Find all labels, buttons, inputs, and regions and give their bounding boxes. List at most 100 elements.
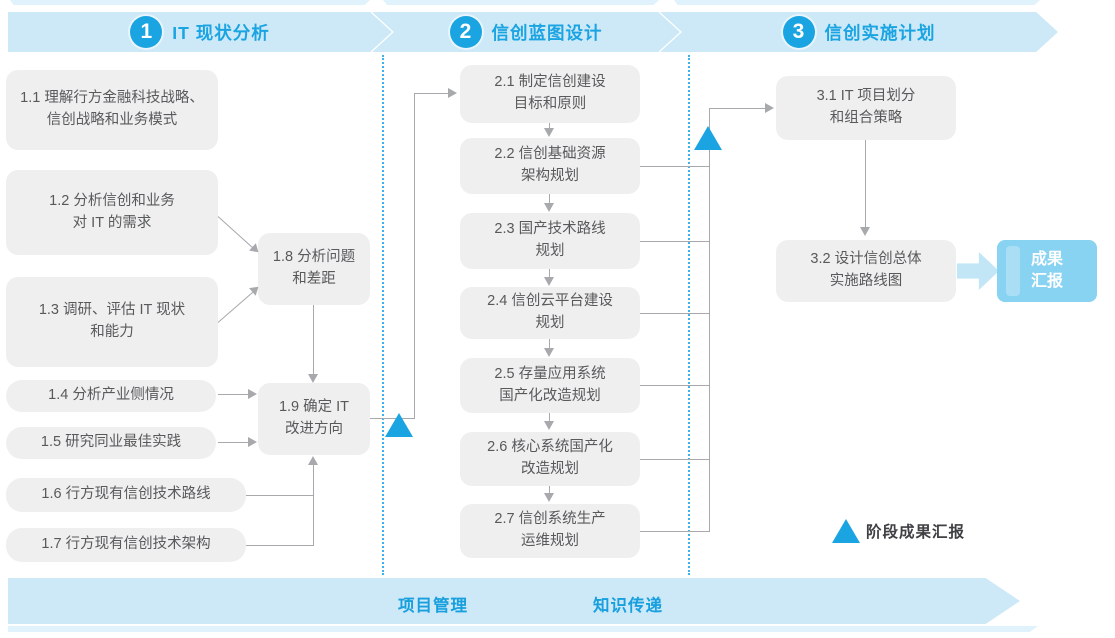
connector-line xyxy=(217,216,262,256)
task-text: 1.8 分析问题 xyxy=(272,249,356,266)
task-text: 2.3 国产技术路线 xyxy=(494,221,606,238)
task-text: 规划 xyxy=(535,243,565,259)
connector-line xyxy=(549,123,550,129)
connector-line xyxy=(217,282,262,323)
top-edge-strip xyxy=(674,0,1040,5)
arrowhead xyxy=(544,421,554,430)
top-edge-strip xyxy=(10,0,370,5)
bottom-label-knowledge-transfer: 知识传递 xyxy=(593,597,663,615)
task-box-1-3: 1.3 调研、评估 IT 现状 和能力 xyxy=(6,277,218,367)
arrowhead xyxy=(544,277,554,286)
connector-line xyxy=(640,385,710,386)
phase-title-1: IT 现状分析 xyxy=(172,22,270,43)
connector-line xyxy=(640,531,710,532)
arrowhead xyxy=(544,128,554,137)
task-text: 2.7 信创系统生产 xyxy=(494,511,606,528)
task-box-2-2: 2.2 信创基础资源 架构规划 xyxy=(460,138,640,194)
phase-title-3: 信创实施计划 xyxy=(824,22,936,43)
connector-line xyxy=(218,394,250,395)
connector-line xyxy=(549,269,550,278)
connector-line xyxy=(640,313,710,314)
arrowhead xyxy=(308,456,318,465)
phase-banner-2: 2 信创蓝图设计 xyxy=(372,12,680,52)
connector-line xyxy=(640,166,710,167)
task-text: 和能力 xyxy=(90,324,134,340)
connector-line xyxy=(549,486,550,494)
arrowhead xyxy=(765,103,774,113)
arrowhead xyxy=(308,374,318,383)
task-text: 1.3 调研、评估 IT 现状 xyxy=(38,302,186,319)
task-text: 信创战略和业务模式 xyxy=(46,112,178,128)
task-box-1-8: 1.8 分析问题 和差距 xyxy=(258,233,370,305)
result-box-highlight xyxy=(1006,246,1020,296)
connector-line xyxy=(246,545,314,546)
task-box-2-6: 2.6 核心系统国产化 改造规划 xyxy=(460,432,640,486)
result-arrow-icon xyxy=(957,252,999,290)
connector-line xyxy=(549,413,550,422)
phase-number-badge-3: 3 xyxy=(782,16,815,48)
milestone-triangle-icon xyxy=(385,413,413,437)
connector-line xyxy=(640,459,710,460)
task-text: 运维规划 xyxy=(521,533,579,549)
task-text: 和差距 xyxy=(292,271,336,287)
task-box-1-1: 1.1 理解行方金融科技战略、 信创战略和业务模式 xyxy=(6,70,218,150)
top-edge-strip xyxy=(383,0,659,5)
connector-line xyxy=(709,108,710,532)
task-box-3-2: 3.2 设计信创总体 实施路线图 xyxy=(776,240,956,302)
task-box-2-7: 2.7 信创系统生产 运维规划 xyxy=(460,504,640,558)
connector-line xyxy=(414,93,415,419)
task-text: 实施路线图 xyxy=(829,273,903,289)
task-text: 2.2 信创基础资源 xyxy=(494,146,606,163)
task-text: 改造规划 xyxy=(521,461,579,477)
task-box-1-2: 1.2 分析信创和业务 对 IT 的需求 xyxy=(6,170,218,255)
arrowhead xyxy=(248,437,257,447)
task-text: 架构规划 xyxy=(521,168,579,184)
phase-separator-1 xyxy=(382,55,384,575)
phase-title-2: 信创蓝图设计 xyxy=(491,22,603,43)
connector-line xyxy=(313,305,314,375)
task-text: 改进方向 xyxy=(285,421,343,437)
task-text: 1.5 研究同业最佳实践 xyxy=(40,434,182,451)
phase-separator-2 xyxy=(688,55,690,575)
connector-line xyxy=(640,241,710,242)
task-text: 2.1 制定信创建设 xyxy=(494,74,606,91)
task-text: 1.2 分析信创和业务 xyxy=(49,192,175,209)
task-text: 3.1 IT 项目划分 xyxy=(816,88,916,105)
task-box-3-1: 3.1 IT 项目划分 和组合策略 xyxy=(776,76,956,140)
task-text: 1.6 行方现有信创技术路线 xyxy=(41,486,211,503)
bottom-label-project-management: 项目管理 xyxy=(398,597,468,615)
task-text: 2.5 存量应用系统 xyxy=(494,365,606,382)
task-box-1-7: 1.7 行方现有信创技术架构 xyxy=(6,528,246,562)
connector-line xyxy=(218,442,250,443)
milestone-triangle-icon xyxy=(694,126,722,150)
connector-line xyxy=(709,108,767,109)
legend-triangle-icon xyxy=(832,519,860,543)
task-text: 目标和原则 xyxy=(513,96,587,112)
task-text: 1.1 理解行方金融科技战略、 xyxy=(20,90,204,107)
task-box-1-6: 1.6 行方现有信创技术路线 xyxy=(6,478,246,512)
result-text: 汇报 xyxy=(1030,273,1063,290)
arrowhead xyxy=(448,88,457,98)
phase-number-badge-2: 2 xyxy=(449,16,482,48)
arrowhead xyxy=(248,389,257,399)
task-text: 2.4 信创云平台建设 xyxy=(487,293,613,310)
task-text: 1.9 确定 IT xyxy=(278,399,350,416)
task-text: 1.4 分析产业侧情况 xyxy=(48,387,174,404)
phase-banner-1: 1 IT 现状分析 xyxy=(8,12,392,52)
task-text: 2.6 核心系统国产化 xyxy=(487,439,613,456)
task-box-1-9: 1.9 确定 IT 改进方向 xyxy=(258,383,370,455)
task-text: 对 IT 的需求 xyxy=(72,214,152,231)
task-text: 和组合策略 xyxy=(829,110,903,126)
connector-line xyxy=(246,495,314,496)
phase-number-badge-1: 1 xyxy=(130,16,163,48)
task-box-1-4: 1.4 分析产业侧情况 xyxy=(6,380,216,412)
bottom-edge-strip xyxy=(8,626,1038,632)
bottom-banner xyxy=(8,578,1020,624)
task-box-1-5: 1.5 研究同业最佳实践 xyxy=(6,427,216,459)
task-text: 1.7 行方现有信创技术架构 xyxy=(41,536,211,553)
arrowhead xyxy=(544,348,554,357)
connector-line xyxy=(313,463,314,546)
task-text: 3.2 设计信创总体 xyxy=(810,251,922,268)
task-box-2-3: 2.3 国产技术路线 规划 xyxy=(460,213,640,269)
